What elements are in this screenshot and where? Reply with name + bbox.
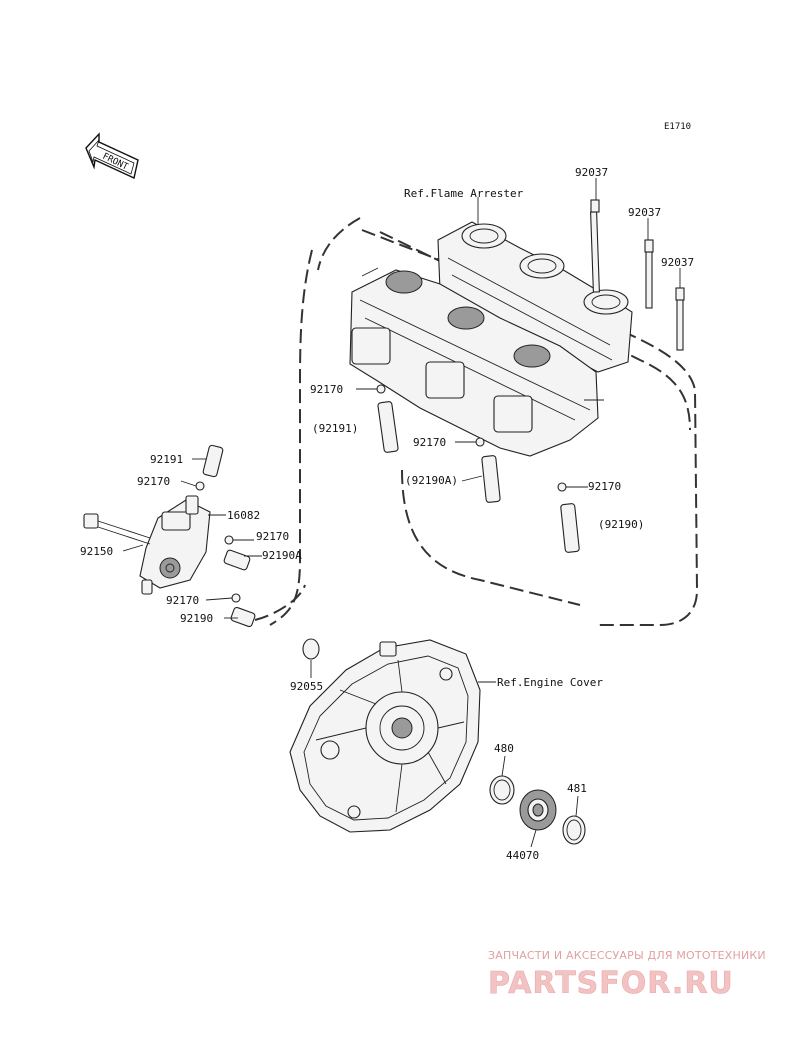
carburetor-assembly xyxy=(349,267,604,457)
part-label-92190: 92190 xyxy=(180,612,213,625)
bearing-parts xyxy=(489,775,586,845)
ref-flame-arrester-label: Ref.Flame Arrester xyxy=(404,187,524,200)
hose-segments xyxy=(202,401,580,628)
part-label-44070: 44070 xyxy=(506,849,539,862)
part-label-92190-paren: (92190) xyxy=(598,518,644,531)
part-label-92170-c: 92170 xyxy=(588,480,621,493)
part-label-92170-a: 92170 xyxy=(310,383,343,396)
part-label-92150: 92150 xyxy=(80,545,113,558)
part-label-92170-d: 92170 xyxy=(137,475,170,488)
ref-engine-cover-label: Ref.Engine Cover xyxy=(497,676,603,689)
o-ring xyxy=(302,638,320,660)
part-label-92037-b: 92037 xyxy=(628,206,661,219)
part-label-92191-paren: (92191) xyxy=(312,422,358,435)
part-label-92190A: 92190A xyxy=(262,549,302,562)
hose-clamps xyxy=(195,384,567,603)
leader-lines xyxy=(122,178,681,848)
diagram-code: E1710 xyxy=(664,122,691,132)
part-label-92055: 92055 xyxy=(290,680,323,693)
part-label-92170-e: 92170 xyxy=(256,530,289,543)
part-label-481: 481 xyxy=(567,782,587,795)
oil-pump-assembly xyxy=(83,495,211,595)
watermark-tagline: ЗАПЧАСТИ И АКСЕССУАРЫ ДЛЯ МОТОТЕХНИКИ xyxy=(488,949,766,962)
part-label-92037-a: 92037 xyxy=(575,166,608,179)
stud-bolts xyxy=(590,199,685,351)
part-label-92191: 92191 xyxy=(150,453,183,466)
part-label-92037-c: 92037 xyxy=(661,256,694,269)
part-label-92190A-paren: (92190A) xyxy=(405,474,458,487)
part-label-16082: 16082 xyxy=(227,509,260,522)
watermark-logo: PARTSFOR.RU xyxy=(488,966,734,1001)
front-arrow-icon: FRONT xyxy=(85,132,139,179)
flame-arrester-assembly xyxy=(437,221,633,373)
part-label-92170-f: 92170 xyxy=(166,594,199,607)
engine-cover xyxy=(289,639,481,833)
part-label-92170-b: 92170 xyxy=(413,436,446,449)
part-label-480: 480 xyxy=(494,742,514,755)
